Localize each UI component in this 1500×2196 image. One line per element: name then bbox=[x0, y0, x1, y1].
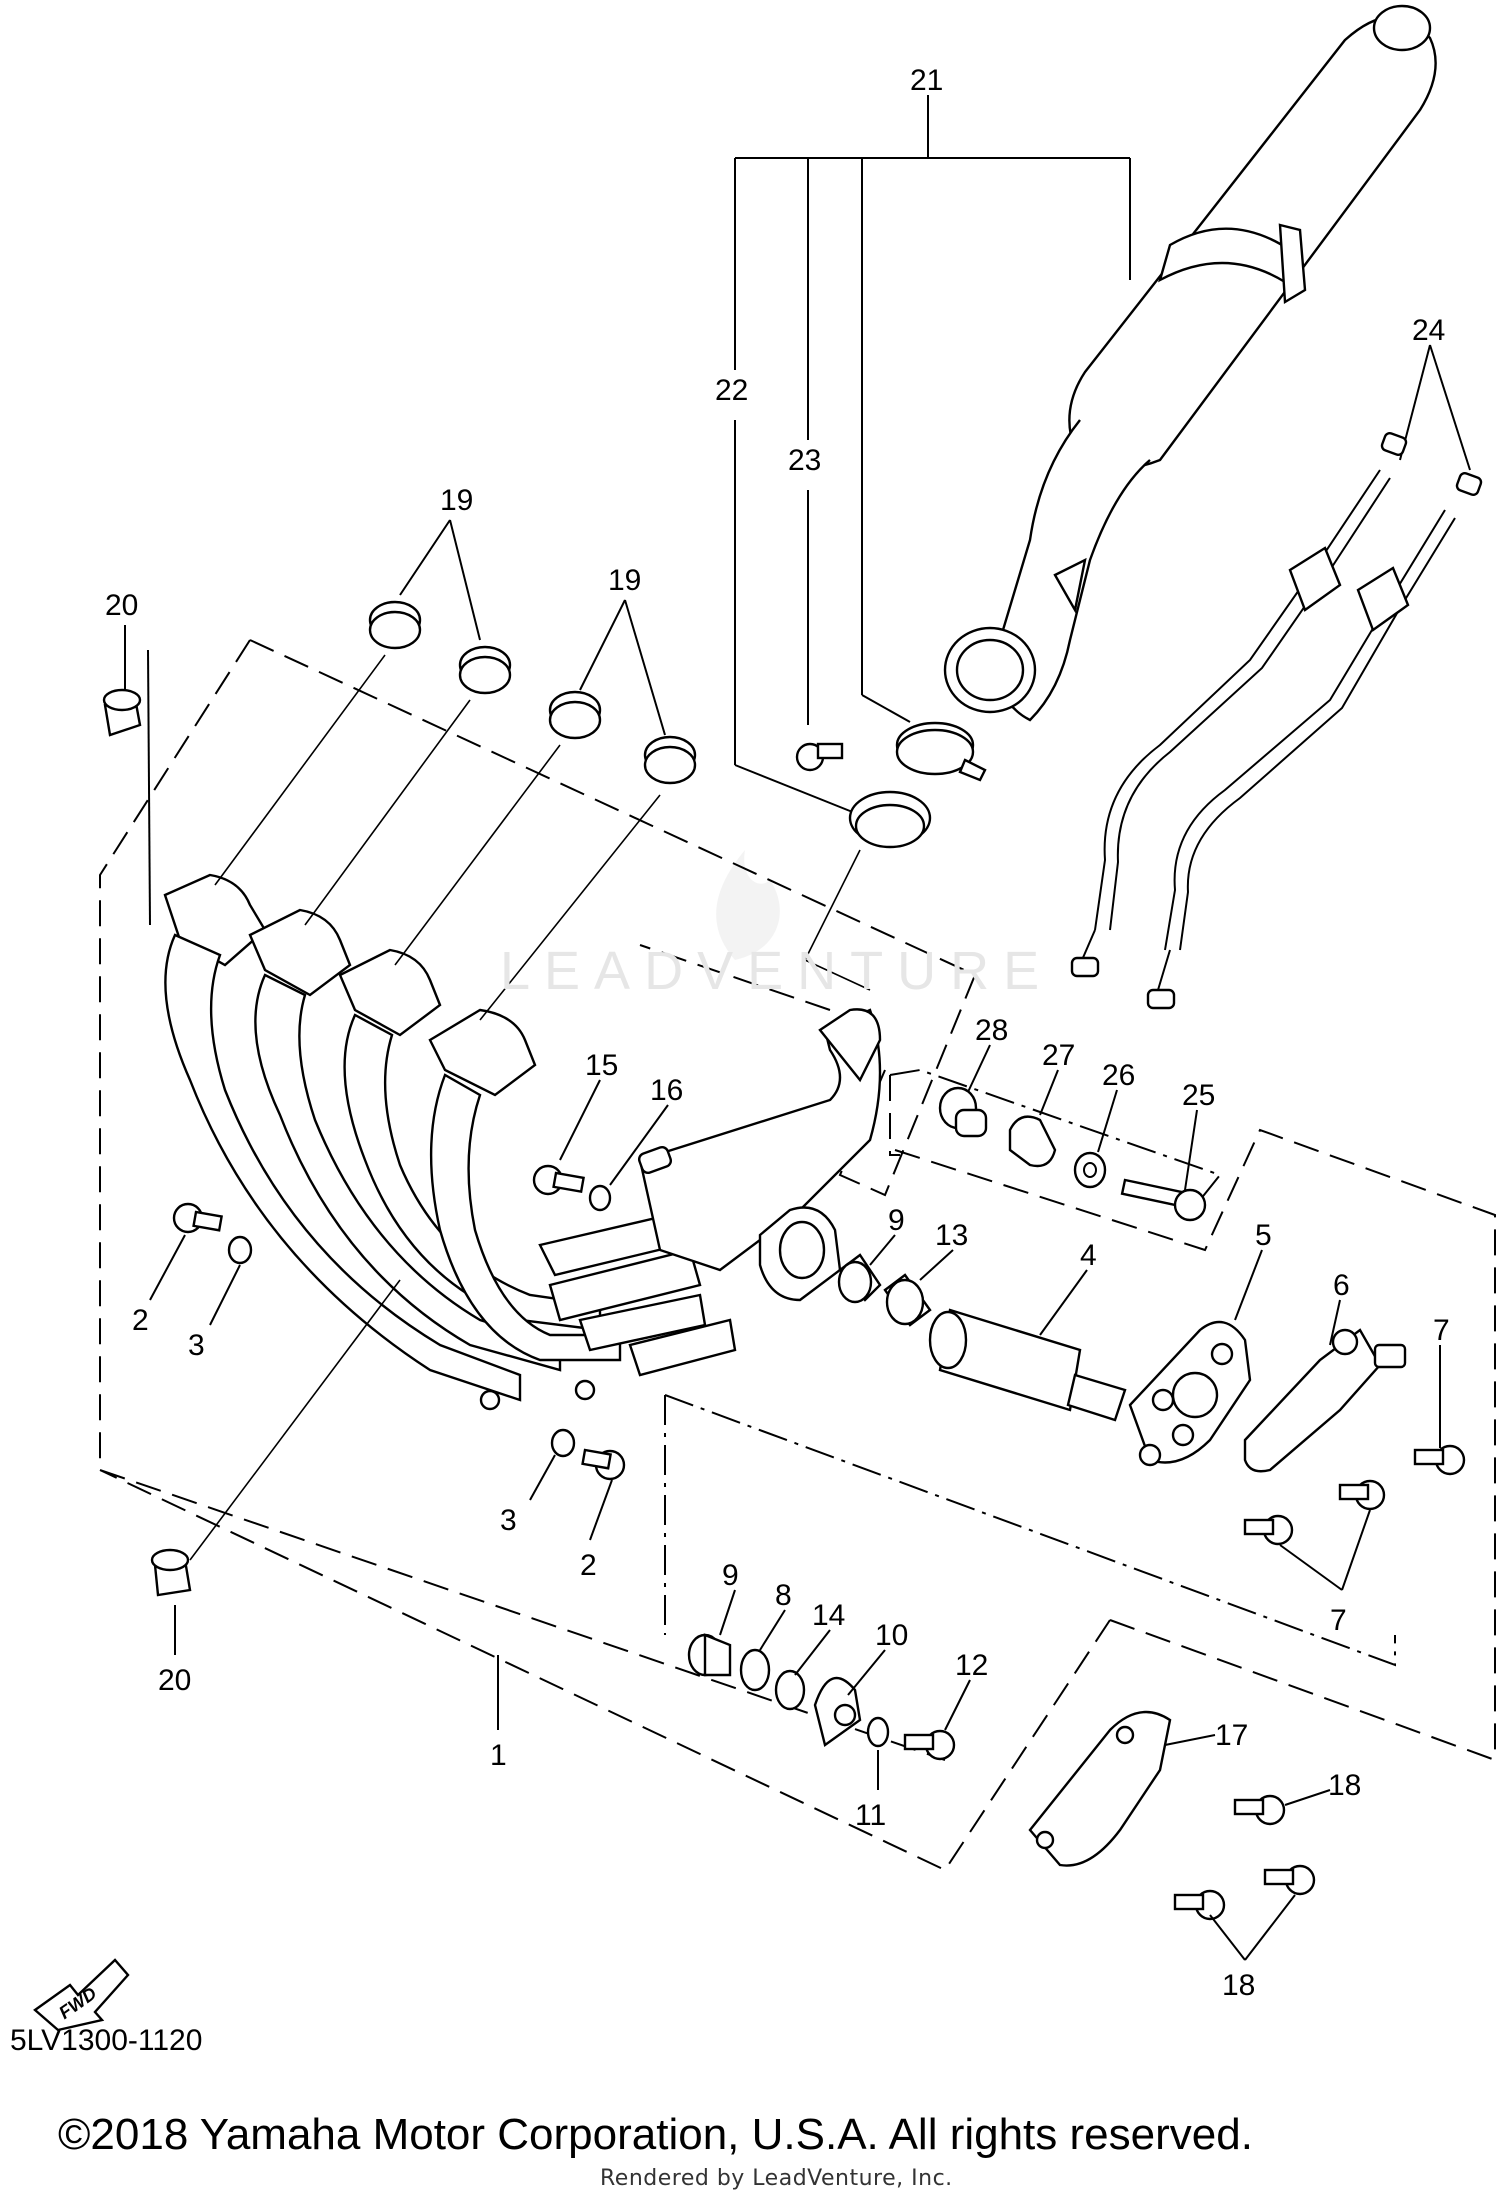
callout-17: 17 bbox=[1215, 1719, 1248, 1752]
callout-16: 16 bbox=[650, 1074, 683, 1107]
muffler-assembly bbox=[943, 4, 1437, 722]
flange-nuts bbox=[102, 625, 401, 1655]
pulley-small-parts-outline bbox=[664, 1394, 1396, 1667]
watermark-text: LEADVENTURE bbox=[500, 941, 1054, 1001]
callout-28: 28 bbox=[975, 1014, 1008, 1047]
callout-22: 22 bbox=[715, 374, 748, 407]
pulley-cover-outline bbox=[99, 1469, 1496, 1872]
callout-18b: 18 bbox=[1222, 1969, 1255, 2002]
callout-5: 5 bbox=[1255, 1219, 1272, 1252]
callout-14: 14 bbox=[812, 1599, 845, 1632]
copyright-notice: ©2018 Yamaha Motor Corporation, U.S.A. A… bbox=[58, 2110, 1253, 2159]
callout-25: 25 bbox=[1182, 1079, 1215, 1112]
callout-21: 21 bbox=[910, 64, 943, 97]
pulley-small-parts bbox=[687, 1589, 971, 1790]
callout-20b: 20 bbox=[158, 1664, 191, 1697]
muffler-clamp bbox=[895, 721, 987, 782]
callout-9b: 9 bbox=[722, 1559, 739, 1592]
callout-8: 8 bbox=[775, 1579, 792, 1612]
callout-6: 6 bbox=[1333, 1269, 1350, 1302]
exhaust-gasket bbox=[848, 790, 932, 849]
callout-1: 1 bbox=[490, 1739, 507, 1772]
valve-pulley-and-lever bbox=[1128, 1249, 1466, 1591]
clamp-bolt bbox=[795, 742, 844, 772]
callout-26: 26 bbox=[1102, 1059, 1135, 1092]
flame-logo-icon bbox=[716, 850, 780, 960]
callout-27: 27 bbox=[1042, 1039, 1075, 1072]
callout-2b: 2 bbox=[580, 1549, 597, 1582]
exhaust-port-gaskets bbox=[368, 600, 697, 785]
callout-23: 23 bbox=[788, 444, 821, 477]
callout-19a: 19 bbox=[440, 484, 473, 517]
callout-9a: 9 bbox=[888, 1204, 905, 1237]
callout-4: 4 bbox=[1080, 1239, 1097, 1272]
callout-bracket-21 bbox=[734, 95, 1131, 816]
valve-small-parts bbox=[938, 1044, 1207, 1222]
rendered-by-credit: Rendered by LeadVenture, Inc. bbox=[600, 2166, 953, 2191]
callout-15: 15 bbox=[585, 1049, 618, 1082]
header-bolts-and-washers bbox=[149, 1202, 626, 1541]
front-direction-arrow: FWD bbox=[33, 1958, 130, 2032]
callout-13: 13 bbox=[935, 1219, 968, 1252]
callout-7a: 7 bbox=[1433, 1314, 1450, 1347]
exhaust-header-pipes bbox=[163, 873, 882, 1411]
callout-3a: 3 bbox=[188, 1329, 205, 1362]
callout-20a: 20 bbox=[105, 589, 138, 622]
pulley-cover bbox=[1028, 1710, 1331, 1961]
drawing-code: 5LV1300-1120 bbox=[10, 2024, 203, 2057]
callout-12: 12 bbox=[955, 1649, 988, 1682]
callout-19b: 19 bbox=[608, 564, 641, 597]
callout-3b: 3 bbox=[500, 1504, 517, 1537]
callout-2a: 2 bbox=[132, 1304, 149, 1337]
gasket-leader-lines bbox=[214, 519, 871, 1021]
valve-shaft-parts bbox=[837, 1234, 1127, 1422]
callout-10: 10 bbox=[875, 1619, 908, 1652]
callout-18a: 18 bbox=[1328, 1769, 1361, 1802]
collector-bolt-and-washer bbox=[532, 1079, 669, 1212]
callout-11: 11 bbox=[855, 1799, 886, 1832]
callout-24: 24 bbox=[1412, 314, 1445, 347]
valve-parts-box-outline bbox=[889, 1068, 1496, 1760]
exhaust-valve-cables bbox=[1070, 344, 1483, 1010]
callout-7b: 7 bbox=[1330, 1604, 1347, 1637]
